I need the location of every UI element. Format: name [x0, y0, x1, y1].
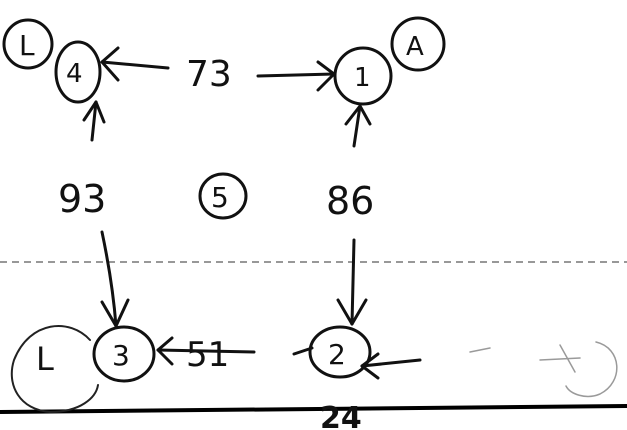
edge-1-to-4 — [100, 46, 170, 82]
node-3: 3 — [92, 325, 156, 383]
svg-text:A: A — [406, 32, 424, 62]
faint-scribble — [469, 341, 618, 398]
svg-text:4: 4 — [66, 59, 83, 89]
node-1-tag: A — [390, 16, 446, 72]
svg-text:L: L — [36, 340, 54, 378]
node-5: 5 — [198, 172, 248, 220]
edge-weight-top: 73 — [186, 54, 232, 95]
edge-weight-bottom: 51 — [186, 335, 229, 375]
bottom-note: 24 — [320, 401, 362, 430]
edge-1-2 — [336, 104, 372, 326]
svg-text:2: 2 — [328, 338, 346, 371]
node-2: 2 — [308, 325, 372, 379]
svg-text:5: 5 — [211, 181, 229, 214]
svg-text:3: 3 — [112, 339, 130, 372]
node-4: 4 — [54, 40, 102, 104]
svg-text:1: 1 — [354, 63, 371, 93]
edge-2-to-3 — [156, 336, 314, 366]
paper-edge-line — [0, 404, 627, 414]
edge-to-1 — [256, 60, 336, 92]
svg-text:L: L — [19, 29, 35, 62]
node-3-tag: L — [10, 325, 99, 413]
edge-4-3 — [82, 100, 130, 328]
edge-into-2 — [360, 352, 422, 380]
edge-weight-right: 86 — [326, 179, 374, 223]
node-4-tag: L — [2, 18, 54, 70]
node-1: 1 — [333, 46, 393, 106]
edge-weight-left: 93 — [58, 177, 106, 221]
